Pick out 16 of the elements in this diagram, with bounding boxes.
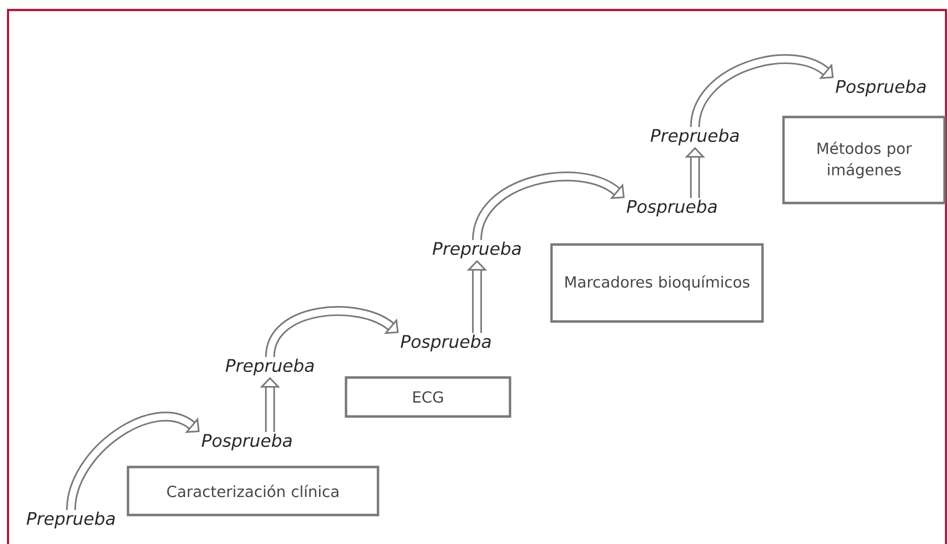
step-label: Posprueba <box>836 80 926 96</box>
step-label: Posprueba <box>626 200 717 216</box>
test-box: ECG <box>344 376 512 418</box>
step-label: Preprueba <box>432 242 521 258</box>
step-label: Posprueba <box>400 334 491 352</box>
curved-arrow <box>690 54 834 128</box>
step-label: Preprueba <box>26 512 115 528</box>
step-label: Posprueba <box>202 434 292 450</box>
curved-arrow <box>66 412 200 511</box>
test-box: Caracterización clínica <box>126 466 380 516</box>
step-label: Preprueba <box>650 128 739 146</box>
curved-arrow <box>472 172 625 241</box>
step-label: Preprueba <box>226 358 314 376</box>
curved-arrow <box>265 306 399 358</box>
test-box: Métodos por imágenes <box>782 116 946 204</box>
test-box: Marcadores bioquímicos <box>550 243 764 323</box>
